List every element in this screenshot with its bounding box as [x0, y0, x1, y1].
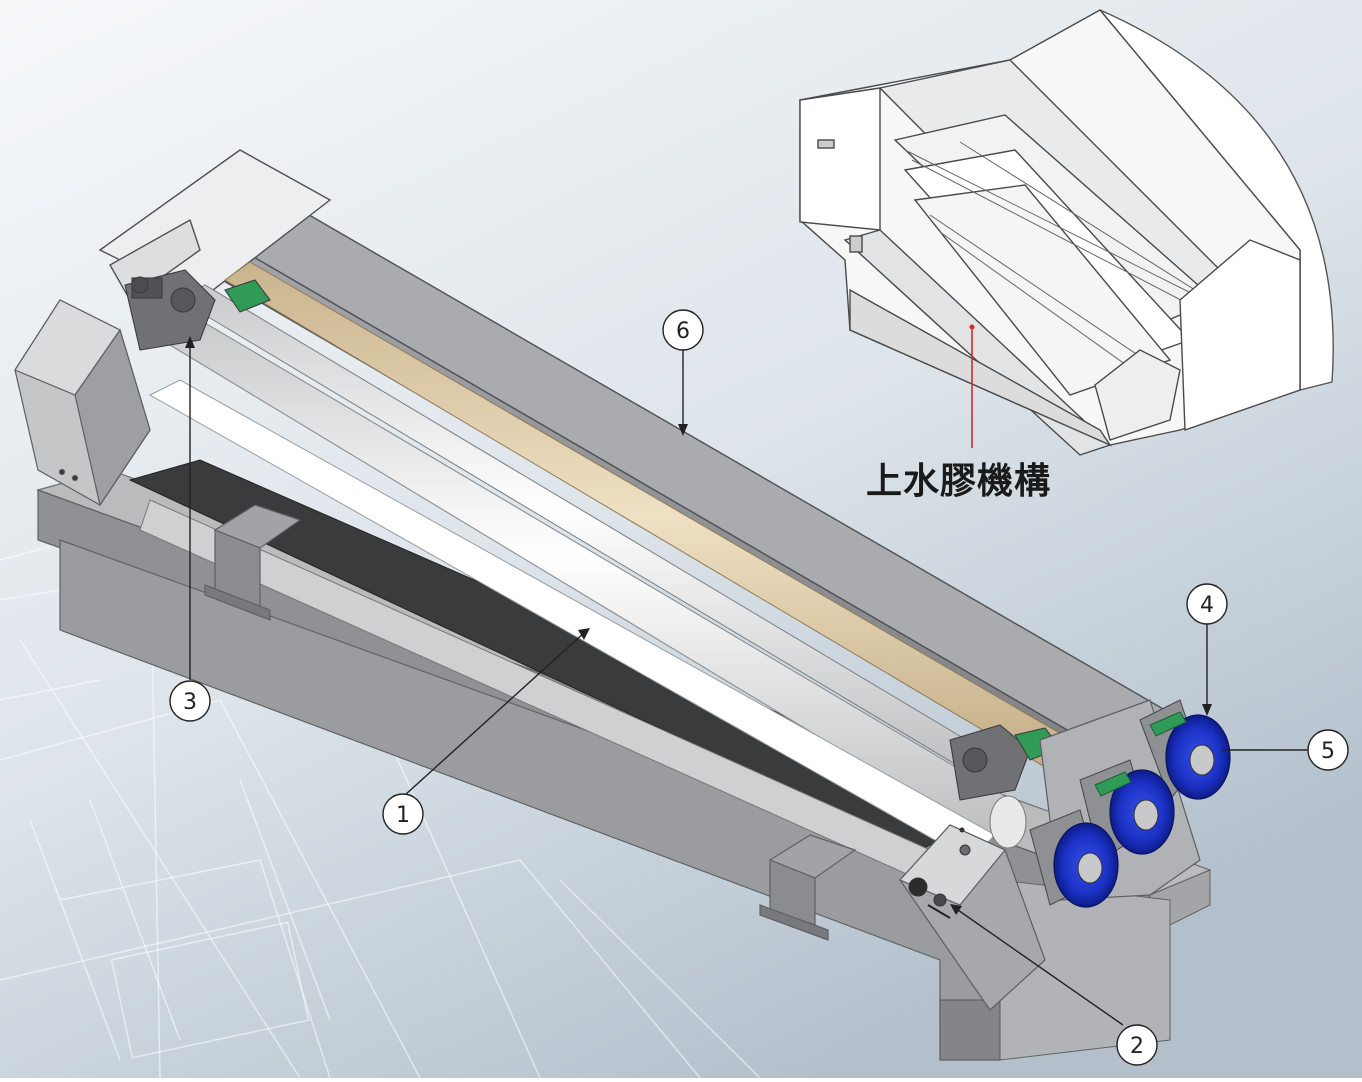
- callout-5-label: 5: [1321, 739, 1335, 764]
- callout-3-circle: [169, 680, 211, 722]
- callout-6-circle: [662, 309, 704, 351]
- callout-4: 4: [1186, 583, 1228, 625]
- callout-5: 5: [1307, 729, 1349, 771]
- background-sketch: [0, 519, 761, 1079]
- inset-leader-dot: [969, 324, 975, 330]
- green-belt-tensioners: [1094, 711, 1187, 797]
- callout-2-circle: [1116, 1024, 1158, 1066]
- callout-3: 3: [169, 680, 211, 722]
- callout-leaders: [189, 340, 1308, 1026]
- left-side-housing: [14, 299, 151, 507]
- blue-wheel-top: [1165, 714, 1231, 800]
- left-roller-bracket: [124, 269, 271, 351]
- blue-wheel-middle: [1109, 769, 1175, 855]
- white-roller-end: [989, 795, 1027, 849]
- inset-label: 上水膠機構: [866, 461, 1052, 502]
- callout-1-circle: [382, 793, 424, 835]
- control-panel: [908, 827, 971, 919]
- cross-supports: [204, 504, 857, 941]
- callout-6: 6: [662, 309, 704, 351]
- callout-5-circle: [1307, 729, 1349, 771]
- callout-2: 2: [1116, 1024, 1158, 1066]
- callout-2-label: 2: [1130, 1034, 1144, 1059]
- callout-4-circle: [1186, 583, 1228, 625]
- callout-3-label: 3: [183, 690, 197, 715]
- callout-arrowheads: [185, 336, 1212, 915]
- inset-printer-illustration: [799, 9, 1334, 456]
- callout-1-label: 1: [396, 803, 410, 828]
- callout-4-label: 4: [1200, 593, 1214, 618]
- blue-wheel-bottom: [1053, 822, 1119, 908]
- callout-1: 1: [382, 793, 424, 835]
- callout-6-label: 6: [676, 319, 690, 344]
